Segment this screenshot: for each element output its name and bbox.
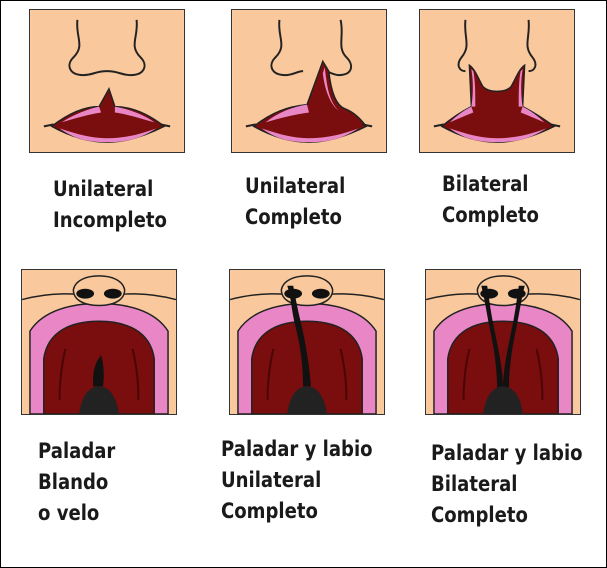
- caption-palate-lip-bilateral-complete: Paladar y labio Bilateral Completo: [431, 438, 583, 531]
- palate-panel-soft: [21, 269, 177, 415]
- caption-line: o velo: [38, 498, 115, 529]
- caption-palate-soft: Paladar Blando o velo: [38, 436, 115, 529]
- lip-unilateral-complete-illustration: [232, 10, 386, 152]
- caption-line: Paladar y labio: [221, 434, 373, 465]
- lip-panel-unilateral-incomplete: [29, 9, 185, 153]
- caption-lip-unilateral-incomplete: Unilateral Incompleto: [53, 174, 167, 236]
- palate-lip-unilateral-complete-illustration: [230, 270, 384, 414]
- caption-line: Bilateral: [431, 469, 583, 500]
- caption-line: Completo: [431, 500, 583, 531]
- caption-line: Completo: [221, 496, 373, 527]
- caption-lip-bilateral-complete: Bilateral Completo: [442, 169, 539, 231]
- lip-bilateral-complete-illustration: [420, 10, 574, 152]
- caption-line: Completo: [442, 200, 539, 231]
- caption-line: Paladar y labio: [431, 438, 583, 469]
- lip-unilateral-incomplete-illustration: [30, 10, 184, 152]
- palate-panel-lip-unilateral-complete: [229, 269, 385, 415]
- lip-panel-bilateral-complete: [419, 9, 575, 153]
- palate-soft-illustration: [22, 270, 176, 414]
- caption-line: Unilateral: [53, 174, 167, 205]
- caption-line: Blando: [38, 467, 115, 498]
- caption-line: Unilateral: [221, 465, 373, 496]
- lip-panel-unilateral-complete: [231, 9, 387, 153]
- caption-line: Paladar: [38, 436, 115, 467]
- caption-line: Completo: [245, 202, 345, 233]
- caption-line: Incompleto: [53, 205, 167, 236]
- caption-lip-unilateral-complete: Unilateral Completo: [245, 171, 345, 233]
- palate-panel-lip-bilateral-complete: [425, 269, 581, 415]
- caption-line: Bilateral: [442, 169, 539, 200]
- palate-lip-bilateral-complete-illustration: [426, 270, 580, 414]
- caption-line: Unilateral: [245, 171, 345, 202]
- caption-palate-lip-unilateral-complete: Paladar y labio Unilateral Completo: [221, 434, 373, 527]
